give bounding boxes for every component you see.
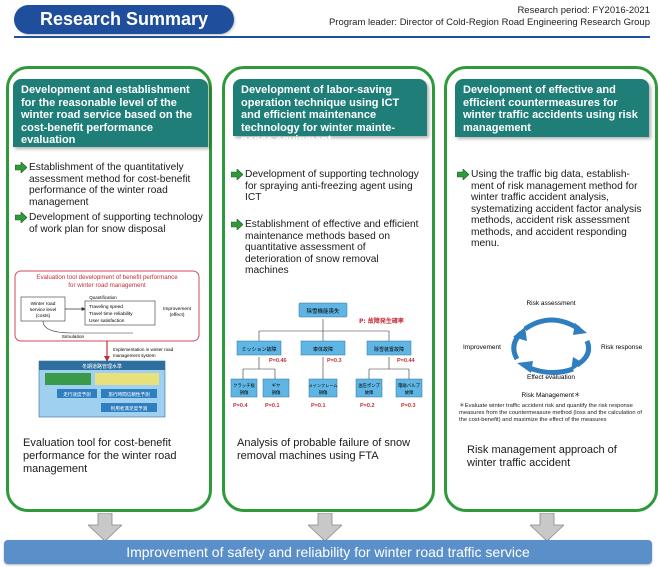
implementation-line1: Implementation in winter road	[113, 347, 174, 352]
service-level-line1: Winter road	[31, 301, 56, 307]
fta-leaf-label: 損傷	[240, 389, 249, 396]
arrow-bullet-icon	[231, 169, 243, 180]
risk-cycle-diagram: Risk assessment Improvement Risk respons…	[463, 300, 643, 399]
column-heading: Development and establishment for the re…	[13, 79, 208, 147]
fta-mid-label: 車体故障	[313, 346, 333, 353]
fta-leaf-prob: P=0.1	[311, 403, 326, 409]
screen-button-speed: 走行速度予測	[63, 391, 91, 398]
cycle-risk-assessment: Risk assessment	[526, 300, 575, 307]
fta-leaf-label: 故障	[405, 389, 414, 396]
cycle-title: Risk Management＊	[522, 392, 581, 399]
fta-mid-prob: P=0.3	[327, 358, 342, 364]
service-level-line2: service level	[30, 307, 56, 313]
bullet-item: Establishment of the quantitatively asse…	[15, 162, 204, 208]
screen-button-satisfaction: 利用者満足度予測	[111, 405, 148, 412]
bullet-item: Establishment of effective and efficient…	[231, 219, 425, 277]
tool-title-line2: for winter road management	[68, 282, 146, 289]
improvement-line1: Improvement	[163, 306, 192, 312]
fta-mid-label: ミッション故障	[241, 346, 276, 353]
fta-leaf-label: 電磁バルブ	[398, 382, 421, 389]
fta-leaf-label: 油圧ポンプ	[358, 382, 380, 389]
fta-leaf-label: 損傷	[319, 389, 328, 396]
fta-leaf-label: クラッチ板	[233, 382, 256, 389]
arrow-bullet-icon	[15, 162, 27, 173]
research-meta: Research period: FY2016-2021 Program lea…	[329, 5, 650, 29]
fta-diagram: 除雪機能喪失 P: 故障発生確率 ミッション故障 P=0.46 車体故障 P=0…	[230, 302, 423, 409]
service-level-line3: (costs)	[36, 313, 51, 319]
screen-button-reliability: 旅行時間信頼性予測	[108, 391, 150, 398]
effect-time-reliability: Travel time reliability	[89, 311, 133, 317]
program-leader: Program leader: Director of Cold-Region …	[328, 17, 650, 28]
down-arrow-icon	[88, 513, 122, 541]
column-risk-management: Development of effective and efficient c…	[444, 66, 658, 512]
implementation-line2: management system	[113, 353, 156, 358]
cycle-arrows	[511, 317, 592, 375]
column-caption: Risk management approach of winter traff…	[467, 444, 617, 469]
evaluation-tool-figure: Evaluation tool development of benefit p…	[14, 270, 200, 418]
effects-box	[84, 300, 156, 326]
cycle-effect-evaluation: Effect evaluation	[527, 374, 575, 381]
bullet-item: Development of supporting technology of …	[15, 212, 204, 235]
column-heading: Development of labor-saving operation te…	[233, 79, 427, 146]
fta-leaf-label: メインフレーム	[308, 383, 337, 388]
fta-mid-prob: P=0.46	[269, 358, 287, 364]
risk-note: ＊Evaluate winter traffic accident risk a…	[459, 403, 643, 423]
fta-leaf-label: ギヤ	[272, 383, 281, 389]
cycle-improvement: Improvement	[463, 344, 501, 351]
simulation-label: Simulation	[62, 334, 85, 340]
fta-mid-prob: P=0.44	[397, 358, 416, 364]
arrow-bullet-icon	[457, 169, 469, 180]
effect-satisfaction: User satisfaction	[89, 318, 125, 324]
cycle-risk-response: Risk response	[601, 344, 643, 351]
effect-traveling-speed: Traveling speed	[89, 304, 123, 310]
column-caption: Evaluation tool for cost-benefit perform…	[23, 437, 177, 475]
outcome-banner: Improvement of safety and reliability fo…	[4, 540, 652, 564]
improvement-line2: (effect)	[170, 312, 185, 318]
screen-header: 冬期道路管理水準	[82, 363, 122, 370]
fta-leaf-prob: P=0.2	[360, 403, 375, 409]
fta-leaf-label: 損傷	[272, 389, 281, 396]
fta-mid-label: 除雪装置故障	[374, 346, 404, 353]
column-maintenance: Development of labor-saving operation te…	[222, 66, 435, 512]
column-cost-benefit: Development and establishment for the re…	[6, 66, 212, 512]
down-arrow-icon	[308, 513, 342, 541]
bullet-item: Using the traffic big data, establish-me…	[457, 169, 649, 250]
fta-leaf-prob: P=0.3	[401, 403, 416, 409]
service-level-box	[20, 296, 66, 322]
fta-probability-legend: P: 故障発生確率	[359, 317, 404, 325]
quantification-label: Quantification	[89, 295, 117, 300]
fta-leaf-prob: P=0.1	[265, 403, 280, 409]
down-arrow-icon	[530, 513, 564, 541]
fta-leaf-prob: P=0.4	[233, 403, 248, 409]
arrow-bullet-icon	[15, 212, 27, 223]
arrow-bullet-icon	[231, 219, 243, 230]
fta-top-label: 除雪機能喪失	[306, 307, 340, 315]
fta-top-event	[298, 302, 348, 318]
page-title: Research Summary	[14, 5, 234, 34]
column-caption: Analysis of probable failure of snow rem…	[237, 437, 411, 462]
header-rule	[14, 36, 650, 38]
bullet-item: Development of supporting technology for…	[231, 169, 425, 204]
research-period: Research period: FY2016-2021	[517, 5, 650, 16]
fta-leaf-label: 故障	[365, 389, 374, 396]
column-heading: Development of effective and efficient c…	[455, 79, 649, 137]
tool-title-line1: Evaluation tool development of benefit p…	[36, 274, 178, 281]
